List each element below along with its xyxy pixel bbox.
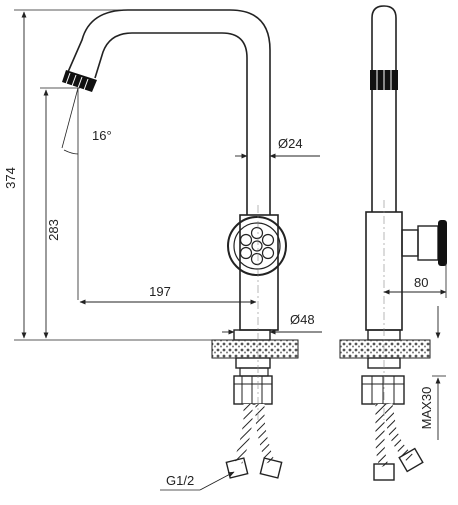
- max-thickness-label: MAX30: [419, 387, 434, 430]
- side-hose-right: [383, 403, 413, 462]
- handle-wheel: [227, 216, 287, 276]
- hose-nut-left: [225, 457, 249, 479]
- spout-pipe-outer: [67, 9, 271, 215]
- mounting-nut: [235, 357, 271, 369]
- spout-angle-label: 16°: [92, 128, 112, 143]
- aerator: [62, 70, 97, 92]
- fixing-nut: [233, 375, 273, 405]
- side-hose-nut-right: [398, 447, 424, 473]
- base-diameter-label: Ø48: [290, 312, 315, 327]
- side-hose-nut-left: [373, 463, 395, 481]
- spout-pipe-inner: [94, 32, 248, 215]
- base-ring: [233, 329, 271, 341]
- hose-left: [233, 404, 253, 464]
- dim-handle-offset: 80: [383, 262, 447, 298]
- spout-height-label: 283: [46, 219, 61, 241]
- side-view: [339, 5, 447, 481]
- spout-reach-label: 197: [149, 284, 171, 299]
- connection-thread-label: G1/2: [166, 473, 194, 488]
- pipe-diameter-label: Ø24: [278, 136, 303, 151]
- dim-max-thickness: MAX30: [419, 306, 446, 440]
- handle-offset-label: 80: [414, 275, 428, 290]
- side-hose-left: [375, 404, 389, 468]
- side-handle: [401, 220, 447, 266]
- side-countertop-section: [339, 339, 431, 359]
- dim-pipe-diameter: Ø24: [235, 136, 320, 159]
- front-view: [62, 9, 299, 479]
- mounting-thread: [239, 367, 269, 377]
- dim-total-height: 374: [3, 9, 212, 341]
- countertop-section: [211, 339, 299, 359]
- side-aerator: [370, 70, 398, 90]
- side-spout-pipe: [371, 5, 397, 212]
- hose-right: [255, 404, 275, 464]
- dim-spout-angle: 16°: [61, 87, 112, 300]
- hose-nut-right: [259, 457, 283, 479]
- dim-base-diameter: Ø48: [222, 312, 322, 335]
- dim-spout-height: 283: [40, 87, 80, 339]
- total-height-label: 374: [3, 167, 18, 189]
- dim-spout-reach: 197: [79, 284, 257, 305]
- dim-connection-thread: G1/2: [160, 471, 235, 491]
